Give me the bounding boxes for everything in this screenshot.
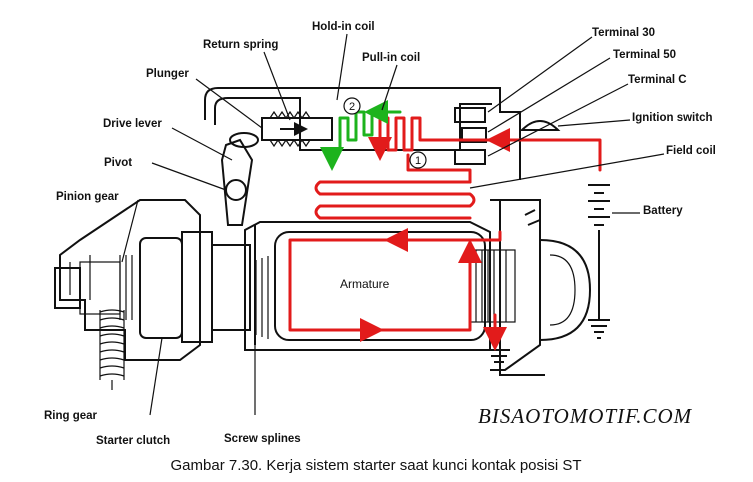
label-starter-clutch: Starter clutch bbox=[96, 435, 170, 447]
label-field-coil: Field coil bbox=[666, 145, 716, 157]
label-pull-in-coil: Pull-in coil bbox=[362, 52, 420, 64]
label-ring-gear: Ring gear bbox=[44, 410, 98, 422]
step-marker-1: 1 bbox=[409, 151, 427, 169]
leader-lines bbox=[111, 33, 665, 416]
label-terminal-50: Terminal 50 bbox=[613, 49, 676, 61]
label-pinion-gear: Pinion gear bbox=[56, 191, 119, 203]
label-screw-splines: Screw splines bbox=[224, 433, 301, 445]
watermark: BISAOTOMOTIF.COM bbox=[478, 404, 693, 428]
label-plunger: Plunger bbox=[146, 68, 189, 80]
label-ignition-switch: Ignition switch bbox=[632, 112, 713, 124]
label-drive-lever: Drive lever bbox=[103, 118, 162, 130]
svg-text:2: 2 bbox=[349, 101, 355, 113]
starter-housing bbox=[54, 87, 610, 380]
figure-caption: Gambar 7.30. Kerja sistem starter saat k… bbox=[171, 457, 582, 474]
label-battery: Battery bbox=[643, 205, 683, 217]
label-hold-in-coil: Hold-in coil bbox=[312, 21, 375, 33]
label-return-spring: Return spring bbox=[203, 39, 278, 51]
current-path bbox=[288, 100, 602, 351]
label-pivot: Pivot bbox=[104, 157, 132, 169]
label-armature: Armature bbox=[340, 277, 390, 291]
label-terminal-c: Terminal C bbox=[628, 74, 687, 86]
label-terminal-30: Terminal 30 bbox=[592, 27, 655, 39]
svg-text:1: 1 bbox=[415, 155, 421, 167]
step-marker-2: 2 bbox=[343, 97, 361, 115]
